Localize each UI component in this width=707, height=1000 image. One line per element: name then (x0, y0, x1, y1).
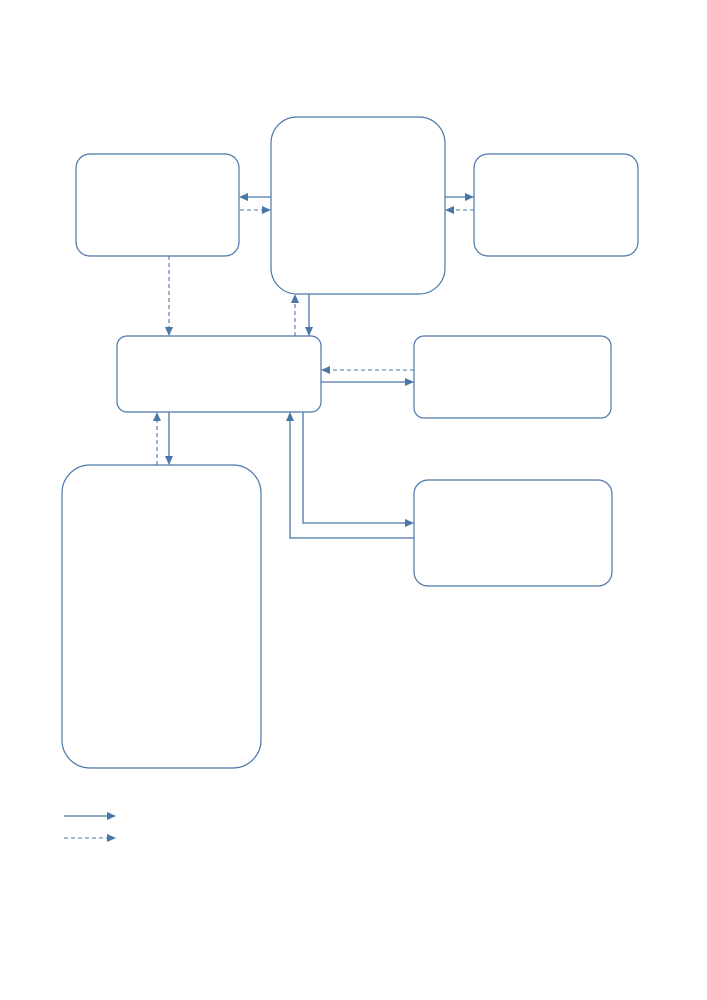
top-right-box (473, 153, 639, 257)
right-lower-box (413, 479, 613, 587)
right-upper-box (413, 335, 612, 419)
solid-arrow-hub-to-rightlower (302, 412, 414, 527)
arrow-rightlower-to-hub (286, 412, 414, 539)
top-center-box (270, 116, 446, 295)
middle-hub-box (116, 335, 322, 413)
diagram-connectors (153, 193, 474, 539)
top-left-box (75, 153, 240, 257)
bottom-left-tall-box (61, 464, 262, 769)
diagram-boxes (61, 116, 639, 769)
legend (64, 812, 116, 842)
